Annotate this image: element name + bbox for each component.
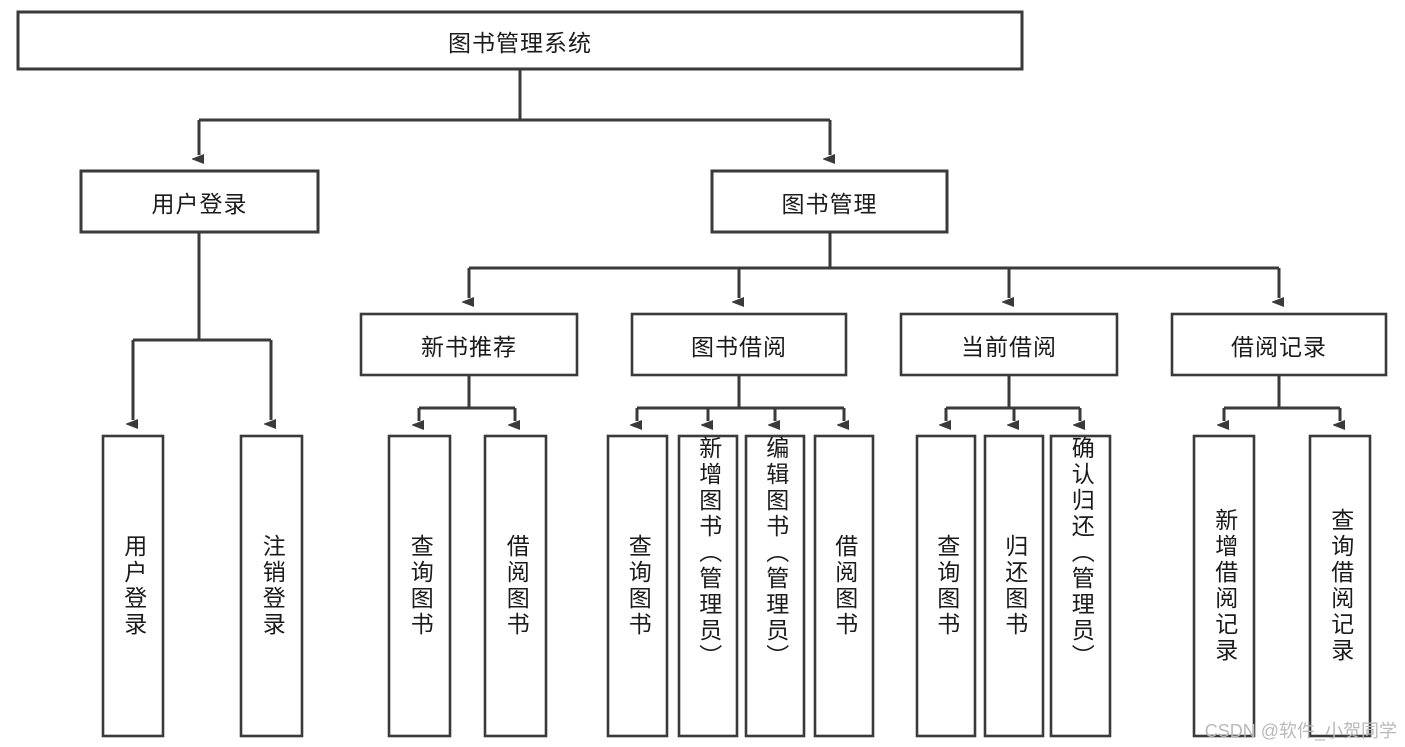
edges-current-borrow — [946, 375, 1080, 421]
node-box-leaf-logout[interactable] — [239, 434, 304, 738]
edges-root-level — [199, 69, 830, 155]
edges-borrow-record — [1224, 375, 1340, 421]
node-box-book-management[interactable] — [710, 169, 949, 234]
node-box-leaf-query-book-current[interactable] — [915, 434, 977, 738]
edges-book-borrow — [637, 375, 844, 421]
edges-new-book-recommend — [419, 375, 515, 421]
node-box-leaf-query-book-borrow[interactable] — [606, 434, 669, 738]
node-box-user-login[interactable] — [79, 169, 320, 234]
node-box-leaf-borrow-book-recommend[interactable] — [483, 434, 548, 738]
node-box-leaf-edit-book-admin[interactable] — [744, 434, 806, 738]
node-box-leaf-user-login[interactable] — [101, 434, 165, 738]
node-box-root[interactable] — [16, 10, 1024, 71]
node-box-leaf-add-borrow-record[interactable] — [1192, 434, 1256, 738]
edges-book-management — [469, 232, 1279, 298]
node-box-leaf-query-book-recommend[interactable] — [387, 434, 452, 738]
node-box-leaf-borrow-book[interactable] — [813, 434, 875, 738]
node-box-new-book-recommend[interactable] — [359, 312, 579, 377]
node-box-leaf-confirm-return-admin[interactable] — [1049, 434, 1112, 738]
node-box-leaf-return-book[interactable] — [983, 434, 1045, 738]
node-box-current-borrow[interactable] — [899, 312, 1119, 377]
edges-user-login — [133, 232, 271, 420]
node-box-borrow-record[interactable] — [1170, 312, 1388, 377]
node-box-leaf-add-book-admin[interactable] — [677, 434, 739, 738]
node-box-book-borrow[interactable] — [630, 312, 848, 377]
node-box-leaf-query-borrow-record[interactable] — [1308, 434, 1372, 738]
